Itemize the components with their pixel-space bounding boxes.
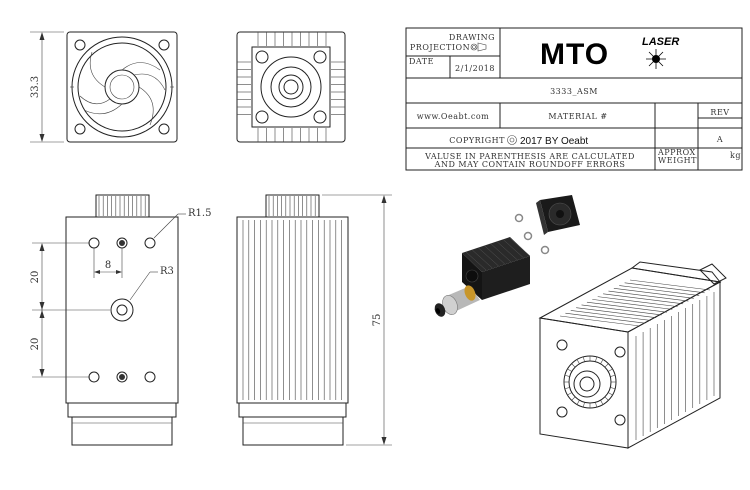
vertical-upper-label: 20 — [30, 271, 41, 284]
knurl-line — [567, 368, 572, 372]
knurl-line — [600, 400, 604, 405]
fan-view — [66, 31, 178, 143]
knurl-line — [571, 363, 576, 368]
title-block: DRAWING PROJECTION DATE 2/1/2018 MTO LAS… — [405, 27, 743, 171]
fin-line — [484, 245, 506, 265]
side-view — [236, 194, 349, 446]
fin-line — [581, 304, 662, 316]
knurl-line — [571, 396, 576, 401]
laser-burst-icon — [646, 49, 666, 69]
note-line-1: VALUSE IN PARENTHESIS ARE CALCULATED — [424, 152, 635, 161]
black-heatsink-image — [462, 237, 531, 300]
knurl-line — [595, 356, 598, 362]
knurl-line — [564, 374, 570, 377]
knurl-line — [600, 359, 604, 364]
dim-height-label: 33.3 — [30, 76, 41, 98]
date-label: DATE — [409, 57, 434, 66]
washer-icon — [514, 213, 550, 255]
knurl-line — [604, 396, 609, 401]
fin-line — [597, 296, 678, 307]
fin-line — [613, 288, 694, 299]
knurl-line — [610, 374, 616, 377]
knurl-line — [608, 368, 613, 372]
fin-line — [629, 279, 711, 291]
dimension-radius-large: R3 — [129, 266, 174, 301]
fin-line — [624, 282, 705, 294]
fin-line — [559, 315, 641, 327]
projection-label: PROJECTION — [410, 43, 470, 52]
fin-line — [603, 293, 684, 305]
fin-line — [478, 247, 499, 267]
fin-line — [565, 312, 646, 324]
knurl-line — [604, 363, 609, 368]
exploded-assembly-photo — [434, 195, 580, 317]
website: www.Oeabt.com — [417, 112, 489, 121]
radius-large-label: R3 — [160, 266, 174, 277]
hole-spacing-label: 8 — [105, 260, 111, 271]
knurl-line — [608, 392, 613, 396]
knurl-line — [610, 387, 616, 390]
fin-line — [608, 290, 689, 302]
copyright-text: 2017 BY Oeabt — [520, 136, 588, 147]
fin-line — [497, 241, 518, 261]
heatsink-front-view — [236, 31, 346, 143]
fin-line — [465, 251, 487, 271]
knurl-line — [595, 402, 598, 408]
logo-sub: LASER — [642, 36, 679, 48]
fin-line — [570, 310, 651, 321]
isometric-assembly — [538, 261, 727, 449]
fin-line — [472, 249, 493, 269]
material-label: MATERIAL # — [548, 112, 607, 121]
knurl-line — [582, 402, 585, 408]
radius-small-label: R1.5 — [188, 208, 211, 219]
drawing-label: DRAWING — [449, 33, 495, 42]
laser-diode-image — [434, 285, 480, 317]
fin-line — [503, 239, 524, 259]
dimension-total-height: 75 — [322, 194, 392, 446]
date-value: 2/1/2018 — [455, 64, 495, 73]
fin-line — [592, 299, 673, 310]
dimension-hole-spacing: 8 — [93, 248, 123, 278]
fin-line — [619, 285, 700, 296]
front-view — [65, 194, 179, 446]
weight-unit: kg — [730, 151, 741, 160]
fin-line — [490, 243, 512, 263]
knurl-line — [582, 356, 585, 362]
fin-line — [576, 307, 657, 318]
rev-value: A — [716, 135, 723, 144]
projection-symbol-icon — [470, 42, 487, 52]
copyright-prefix: COPYRIGHT — [449, 136, 505, 145]
knurl-line — [564, 387, 570, 390]
approx-label: APPROX — [657, 148, 696, 157]
fin-line — [586, 301, 667, 313]
knurl-line — [567, 392, 572, 396]
logo-text: MTO — [540, 38, 609, 71]
weight-label: WEIGHT — [658, 156, 697, 165]
total-height-label: 75 — [372, 314, 383, 327]
part-number: 3333_ASM — [550, 87, 598, 96]
small-fan-image — [536, 195, 580, 235]
dimension-vertical: 20 20 — [30, 242, 110, 378]
note-line-2: AND MAY CONTAIN ROUNDOFF ERRORS — [434, 160, 626, 169]
knurl-line — [576, 400, 580, 405]
fin-line — [509, 237, 531, 257]
copyright-icon — [507, 135, 517, 145]
rev-label: REV — [710, 108, 729, 117]
dimension-height-side: 33.3 — [30, 31, 64, 143]
vertical-lower-label: 20 — [30, 338, 41, 351]
knurl-line — [576, 359, 580, 364]
dimension-radius-small: R1.5 — [153, 208, 211, 239]
